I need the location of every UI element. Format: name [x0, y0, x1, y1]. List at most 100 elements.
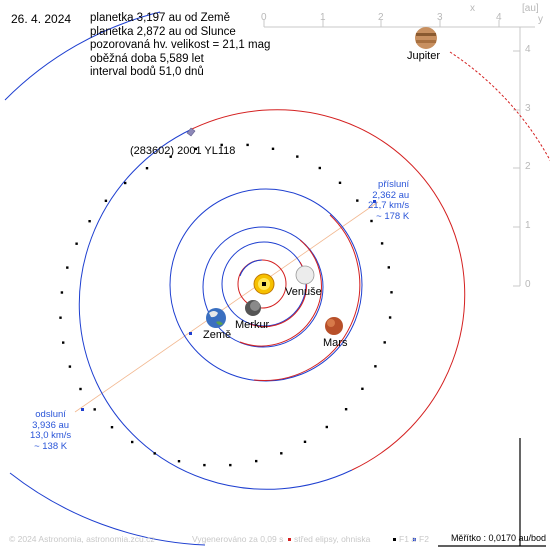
x-axis-letter: x [470, 3, 475, 14]
y-tick-3: 3 [525, 103, 531, 114]
legend-center: střed elipsy, ohniska [294, 534, 371, 544]
orbit-point [325, 425, 328, 429]
orbit-point [318, 166, 321, 170]
info-panel: planetka 3,197 au od Země planetka 2,872… [90, 12, 270, 80]
orbit-point [88, 220, 91, 223]
perihelion-title: přísluní [378, 179, 410, 190]
aphelion-title: odsluní [35, 409, 66, 420]
scale-label: Měřítko : 0,0170 au/bod [450, 533, 546, 543]
orbit-point [374, 365, 377, 368]
legend-center-marker [288, 538, 291, 541]
jupiter-icon [415, 27, 437, 49]
orbit-point [131, 440, 134, 444]
orbit-point [62, 341, 65, 344]
mars-label: Mars [323, 337, 348, 349]
x-tick-2: 2 [378, 12, 384, 23]
y-tick-2: 2 [525, 161, 531, 172]
aphelion-marker [81, 408, 84, 411]
orbit-point [66, 266, 69, 269]
aphelion-distance: 3,936 au [32, 419, 70, 431]
orbit-point [104, 199, 108, 202]
legend-f1: F1 a [399, 534, 417, 544]
orbit-point [169, 155, 172, 158]
earth-marker [189, 332, 192, 335]
orbit-point [383, 341, 386, 344]
venus-label: Venuše [285, 286, 322, 298]
perihelion-distance: 2,362 au [372, 189, 410, 201]
venus-icon [295, 265, 315, 285]
x-tick-4: 4 [496, 12, 502, 23]
orbit-point [145, 167, 149, 170]
orbit-point [75, 242, 78, 245]
orbit-point [296, 155, 299, 158]
mars-icon [325, 317, 343, 335]
aphelion-speed: 13,0 km/s [30, 430, 72, 441]
asteroid-orbit-red [191, 109, 466, 471]
orbit-point [303, 440, 307, 443]
date-label: 26. 4. 2024 [11, 12, 72, 26]
jupiter-orbit [449, 51, 550, 162]
perihelion-annotation: přísluní 2,362 au 21,7 km/s ~ 178 K [368, 179, 410, 222]
x-axis [263, 20, 535, 28]
legend-f1-marker [393, 538, 396, 541]
orbit-point [388, 316, 392, 319]
legend-f2-marker [413, 538, 416, 541]
earth-icon [206, 308, 226, 328]
orbit-point [124, 181, 127, 185]
x-tick-1: 1 [320, 12, 326, 23]
x-tick-0: 0 [261, 12, 267, 23]
aphelion-days: ~ 138 K [34, 440, 68, 452]
orbit-point [110, 426, 114, 429]
orbit-point [79, 387, 82, 391]
orbit-point [59, 316, 62, 319]
earth-label: Země [203, 329, 232, 341]
axis-unit: [au] [522, 3, 539, 14]
y-axis [513, 27, 521, 287]
jupiter-label: Jupiter [407, 50, 441, 62]
orbit-point [194, 147, 197, 151]
perihelion-speed: 21,7 km/s [368, 200, 410, 211]
jupiter-orbit-outer [9, 472, 206, 546]
asteroid-label: (283602) 2001 YL118 [130, 145, 236, 157]
y-tick-0: 0 [525, 279, 531, 290]
y-axis-letter: y [538, 14, 543, 25]
orbit-point [177, 460, 181, 463]
orbit-point [361, 387, 364, 390]
perihelion-days: ~ 178 K [376, 210, 410, 222]
orbit-point [255, 459, 258, 463]
orbit-point [380, 242, 384, 245]
orbit-point [280, 452, 283, 455]
orbit-point [246, 143, 249, 147]
earth-orbit [202, 226, 324, 348]
orbit-point [356, 199, 359, 202]
aphelion-annotation: odsluní 3,936 au 13,0 km/s ~ 138 K [30, 409, 72, 452]
orbit-point [271, 147, 275, 150]
asteroid-icon [186, 127, 196, 137]
orbit-point [220, 143, 223, 147]
info-sun-distance: planetka 2,872 au od Slunce [90, 25, 236, 38]
orbit-point [68, 365, 72, 368]
asteroid-outer-arc [4, 11, 161, 101]
legend-f2: F2 [419, 534, 429, 544]
mars-orbit-red [253, 214, 361, 381]
info-magnitude: pozorovaná hv. velikost = 21,1 mag [90, 39, 271, 51]
plot-corners [438, 438, 546, 547]
apsidal-line [74, 201, 379, 413]
orbit-point [93, 408, 96, 411]
generation-time: Vygenerováno za 0,09 s [192, 534, 284, 544]
earth-orbit-red [239, 239, 322, 347]
orbit-point [390, 291, 393, 294]
sun-icon [253, 273, 275, 295]
info-interval: interval bodů 51,0 dnů [90, 66, 204, 78]
mercury-label: Merkur [235, 319, 270, 331]
copyright-link[interactable]: © 2024 Astronomia, astronomia.zcu.cz [9, 534, 155, 544]
perihelion-marker [373, 200, 376, 203]
orbit-point [338, 181, 342, 184]
orbit-point [60, 291, 64, 294]
y-tick-1: 1 [525, 220, 531, 231]
x-tick-3: 3 [437, 12, 443, 23]
orbit-point [203, 463, 206, 467]
orbit-point [370, 219, 373, 223]
